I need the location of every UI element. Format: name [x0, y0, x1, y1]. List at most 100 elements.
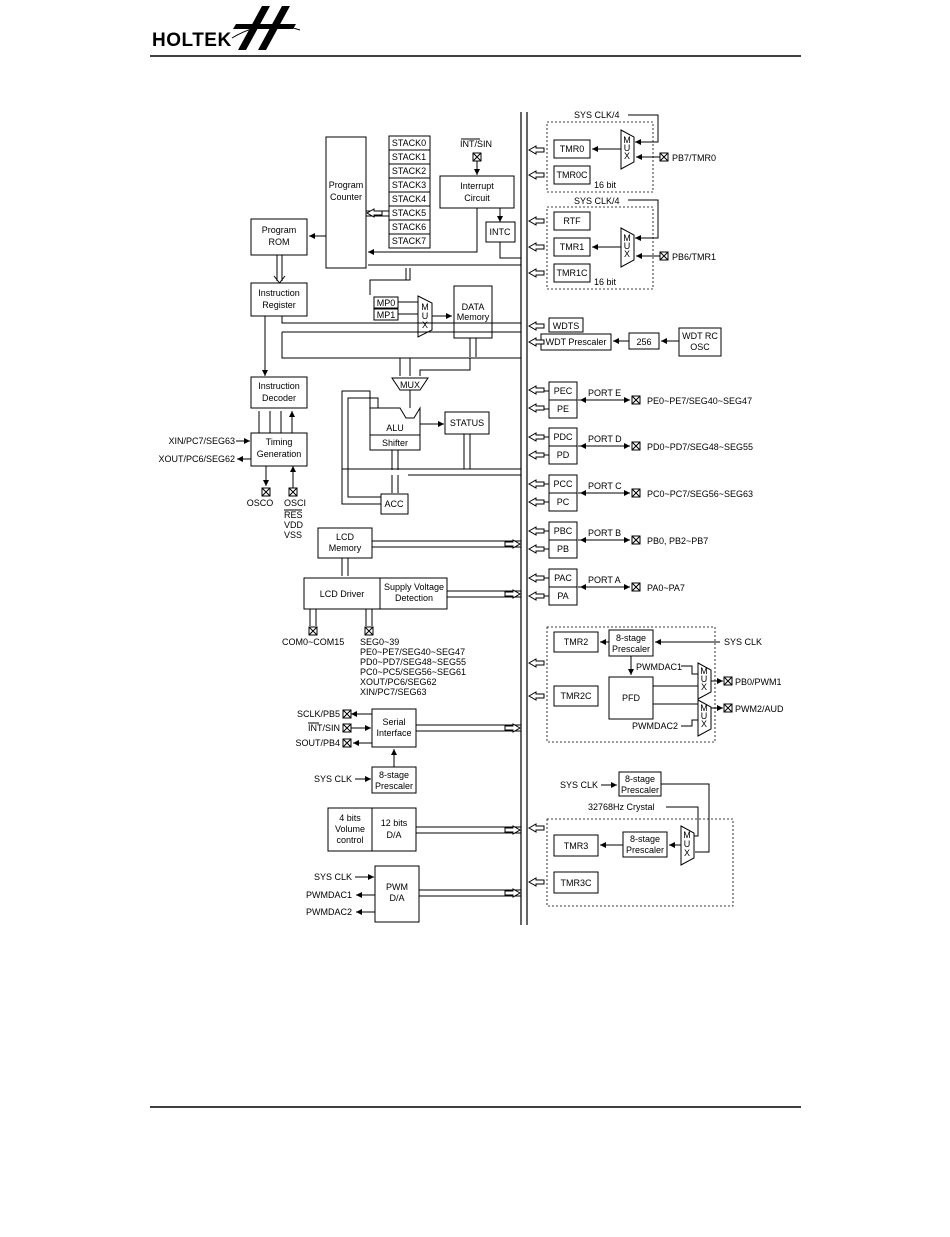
svg-text:Volume: Volume — [335, 824, 365, 834]
svg-text:SYS CLK/4: SYS CLK/4 — [574, 196, 620, 206]
stack-label: STACK0 — [392, 138, 426, 148]
svg-text:256: 256 — [636, 337, 651, 347]
svg-text:Decoder: Decoder — [262, 393, 296, 403]
alu-mux: MUX — [391, 377, 429, 391]
svg-text:16 bit: 16 bit — [594, 180, 617, 190]
bus-arrow — [527, 450, 545, 460]
svg-text:DATA: DATA — [462, 302, 485, 312]
svg-text:LCD: LCD — [336, 532, 355, 542]
port-pin-label: PD0~PD7/SEG48~SEG55 — [647, 442, 753, 452]
seg-pin-label: PC0~PC5/SEG56~SEG61 — [360, 667, 466, 677]
bus-arrow — [527, 479, 545, 489]
bus-arrow — [527, 591, 545, 601]
com-label: COM0~COM15 — [282, 637, 344, 647]
svg-text:D/A: D/A — [389, 893, 404, 903]
svg-text:PD: PD — [557, 450, 570, 460]
interrupt-circuit: Interrupt Circuit — [439, 175, 515, 209]
int-sin-serial-label: INT/SIN — [308, 723, 340, 733]
svg-text:Shifter: Shifter — [382, 438, 408, 448]
svg-text:TMR0: TMR0 — [560, 144, 585, 154]
timer1-block: SYS CLK/4 RTF TMR1 TMR1C M U X 16 bit PB… — [546, 196, 716, 290]
svg-text:MP0: MP0 — [377, 298, 396, 308]
svg-text:U: U — [701, 711, 708, 721]
bus-arrow — [527, 573, 545, 583]
osco-label: OSCO — [247, 498, 274, 508]
osci-label: OSCI — [284, 498, 306, 508]
stack-label: STACK7 — [392, 236, 426, 246]
int-sin-label: INT/SIN — [460, 139, 492, 149]
bus-arrow — [527, 268, 545, 278]
rtc-sys-clk-label: SYS CLK — [560, 780, 598, 790]
svg-text:PORT E: PORT E — [588, 388, 621, 398]
vdd-label: VDD — [284, 520, 304, 530]
xin-pin-label: XIN/PC7/SEG63 — [168, 436, 235, 446]
watchdog-timer: WDTS WDT Prescaler 256 WDT RC OSC — [540, 317, 722, 357]
acc-register: ACC — [380, 493, 409, 515]
svg-text:Prescaler: Prescaler — [612, 644, 650, 654]
svg-text:U: U — [422, 311, 429, 321]
pwm-timer-block: TMR2 8-stage Prescaler SYS CLK PWMDAC1 T… — [546, 626, 784, 743]
data-mux: M U X — [417, 295, 433, 338]
svg-text:U: U — [624, 143, 631, 153]
svg-text:Supply Voltage: Supply Voltage — [384, 582, 444, 592]
bus-arrow — [527, 877, 545, 887]
svg-text:LCD Driver: LCD Driver — [320, 589, 365, 599]
pb0-pwm1-label: PB0/PWM1 — [735, 677, 782, 687]
svg-text:8-stage: 8-stage — [630, 834, 660, 844]
svg-text:PWMDAC2: PWMDAC2 — [632, 721, 678, 731]
svg-text:U: U — [684, 839, 691, 849]
svg-text:PORT D: PORT D — [588, 434, 622, 444]
svg-text:ROM: ROM — [269, 237, 290, 247]
vss-label: VSS — [284, 530, 302, 540]
volume-control: 4 bits Volume control — [327, 807, 373, 852]
stack-label: STACK6 — [392, 222, 426, 232]
bus-arrow — [504, 589, 522, 599]
bus-arrow — [527, 432, 545, 442]
svg-text:X: X — [624, 151, 630, 161]
svg-text:TMR3: TMR3 — [564, 841, 589, 851]
svg-text:Prescaler: Prescaler — [626, 845, 664, 855]
pwm-da: PWM D/A — [374, 865, 420, 923]
seg-pin-list: SEG0~39PE0~PE7/SEG40~SEG47PD0~PD7/SEG48~… — [360, 637, 466, 697]
svg-text:PEC: PEC — [554, 386, 573, 396]
svg-text:Memory: Memory — [329, 543, 362, 553]
alu-shifter: ALU Shifter — [369, 406, 421, 451]
svg-text:PE: PE — [557, 404, 569, 414]
res-label: RES — [284, 510, 303, 520]
instruction-register: Instruction Register — [250, 282, 308, 317]
svg-text:OSC: OSC — [690, 342, 710, 352]
bus-arrow — [365, 208, 383, 218]
stack-register — [388, 233, 431, 249]
instruction-decoder: Instruction Decoder — [250, 376, 308, 409]
svg-text:M: M — [623, 135, 631, 145]
svg-text:X: X — [624, 249, 630, 259]
stack-label: STACK4 — [392, 194, 426, 204]
svg-text:M: M — [700, 666, 708, 676]
bus-arrow — [527, 526, 545, 536]
seg-pin-label: PE0~PE7/SEG40~SEG47 — [360, 647, 465, 657]
svg-text:8-stage: 8-stage — [379, 770, 409, 780]
bus-arrow — [527, 691, 545, 701]
seg-pin-label: SEG0~39 — [360, 637, 399, 647]
svg-text:8-stage: 8-stage — [625, 774, 655, 784]
svg-text:PB: PB — [557, 544, 569, 554]
svg-text:Timing: Timing — [266, 437, 293, 447]
stack-label: STACK2 — [392, 166, 426, 176]
svg-text:Prescaler: Prescaler — [621, 785, 659, 795]
svg-text:PA: PA — [557, 591, 568, 601]
logo-text: HOLTEK — [152, 30, 232, 51]
bus-arrow — [527, 242, 545, 252]
svg-text:Instruction: Instruction — [258, 381, 300, 391]
svg-text:Detection: Detection — [395, 593, 433, 603]
svg-text:Generation: Generation — [257, 449, 302, 459]
stack-label: STACK1 — [392, 152, 426, 162]
program-counter: Program Counter — [325, 136, 367, 269]
svg-text:STATUS: STATUS — [450, 418, 484, 428]
bus-arrow — [527, 823, 545, 833]
pb6-tmr1-label: PB6/TMR1 — [672, 252, 716, 262]
svg-text:12 bits: 12 bits — [381, 818, 408, 828]
svg-text:PFD: PFD — [622, 693, 641, 703]
